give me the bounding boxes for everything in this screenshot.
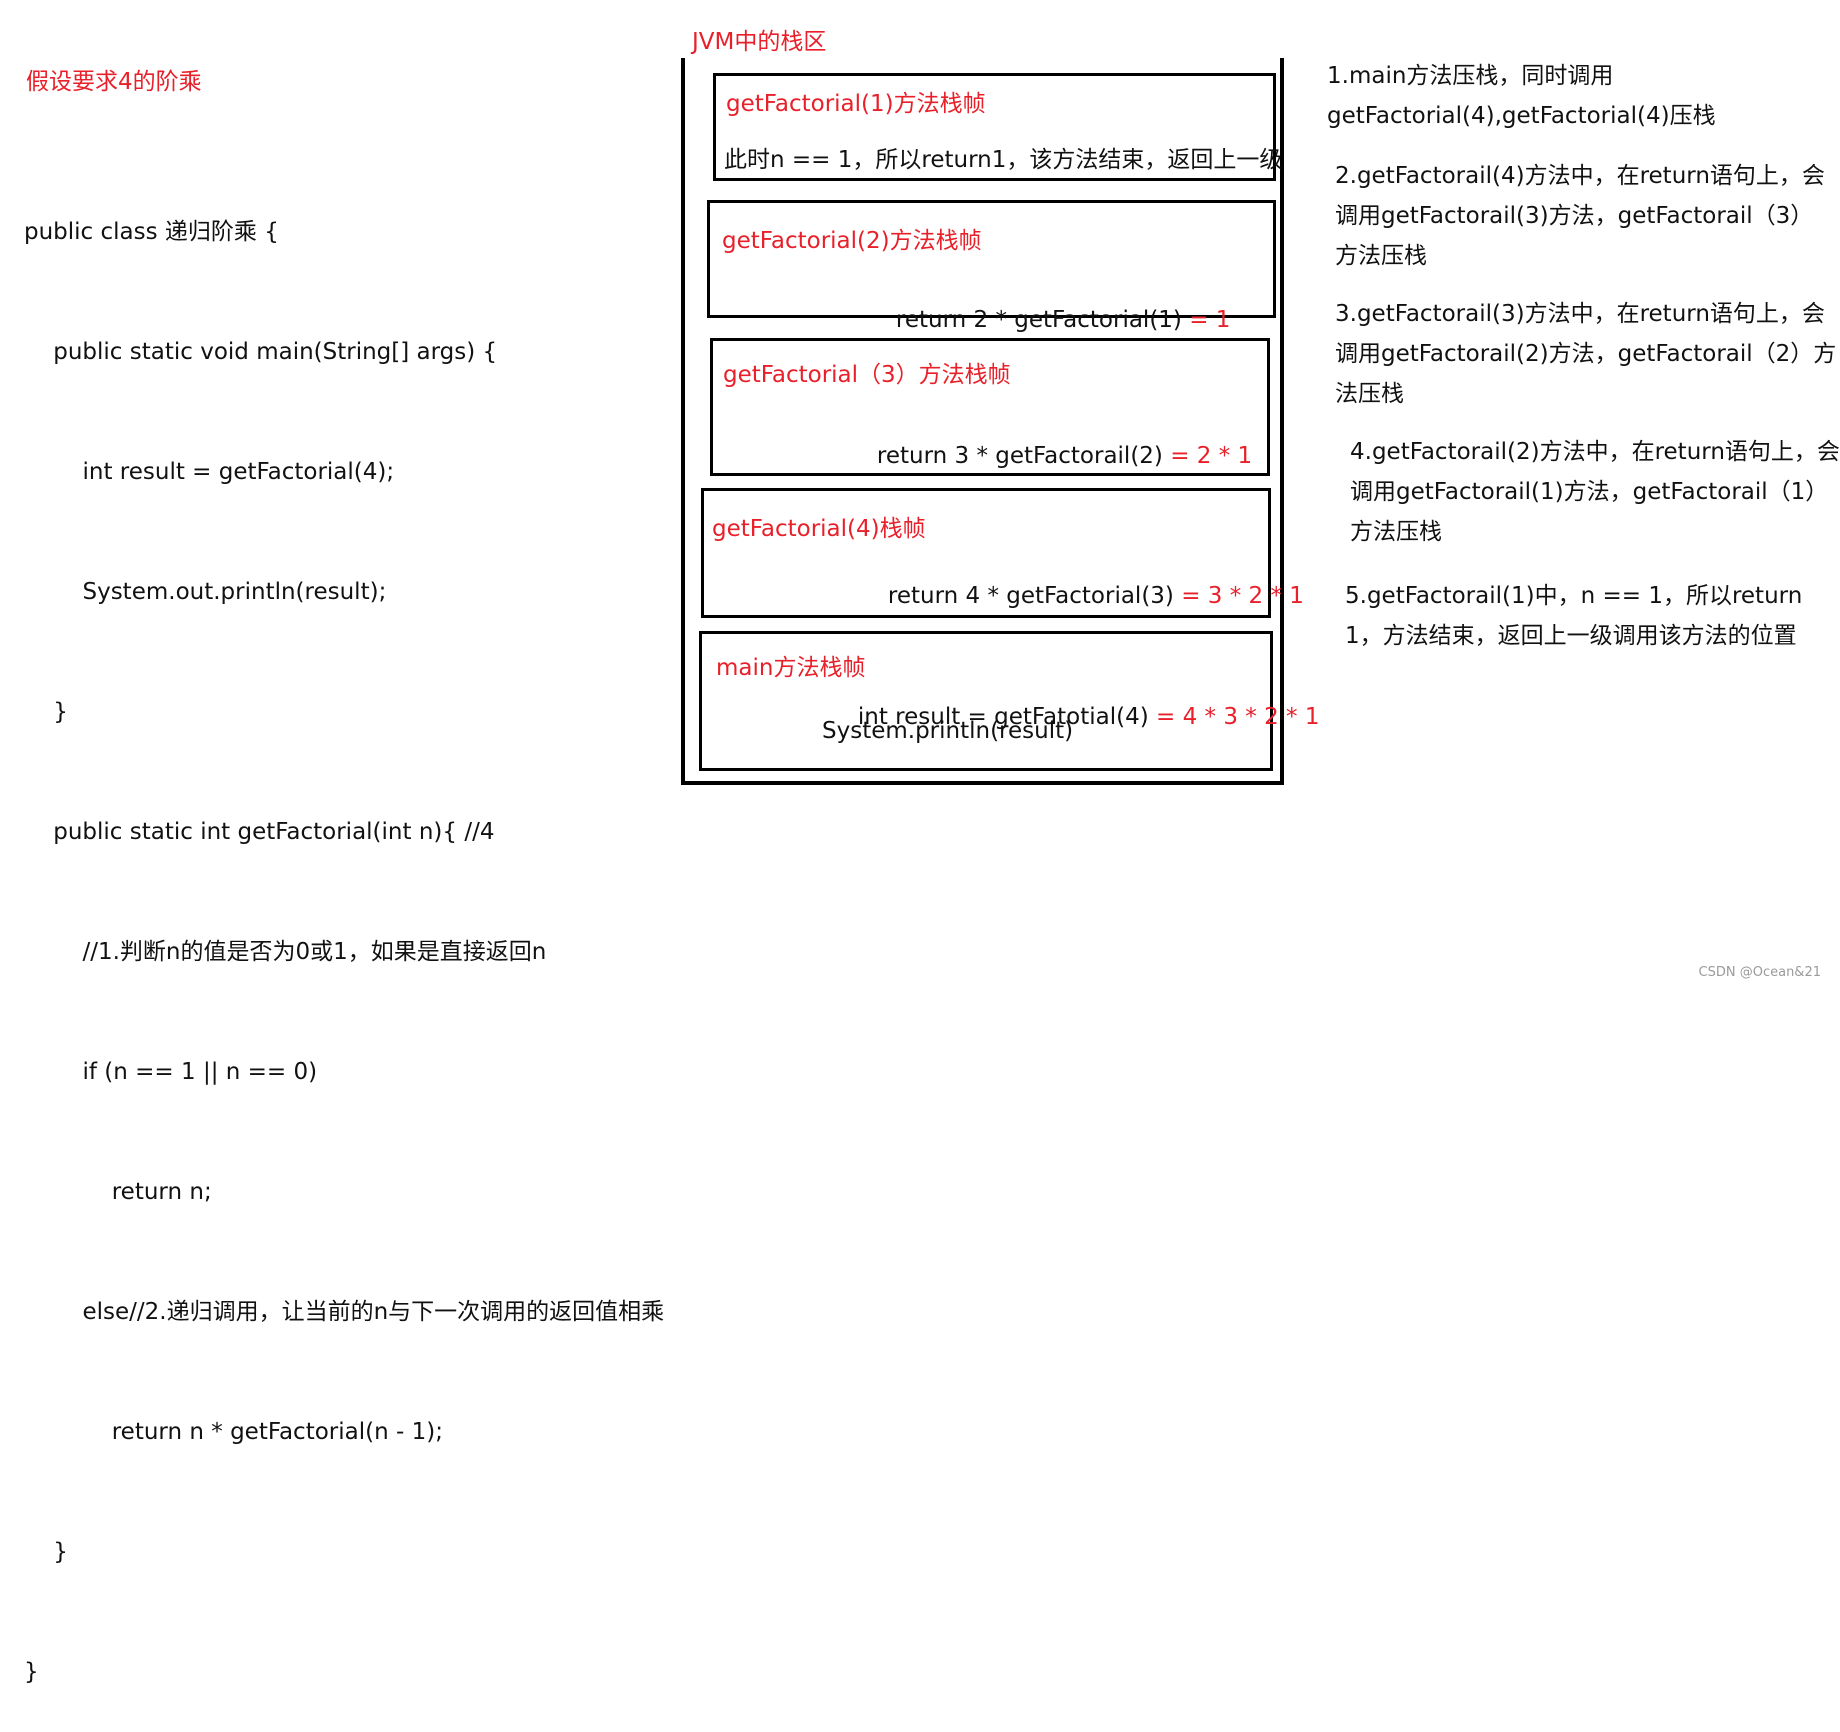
stack-frame-factorial-3: getFactorial（3）方法栈帧 return 3 * getFactor… [710,338,1270,476]
note-line: 调用getFactorail(3)方法，getFactorail（3） [1335,203,1814,229]
frame-result: = 3 * 2 * 1 [1173,583,1304,609]
frame-expression: return 4 * getFactorial(3) [887,583,1174,609]
code-line: public class 递归阶乘 { [24,219,279,245]
note-line: 3.getFactorail(3)方法中，在return语句上，会 [1335,301,1825,327]
note-line: 方法压栈 [1335,243,1427,269]
frame-line: int result = getFatotial(4) = 4 * 3 * 2 … [814,678,1320,756]
stack-frame-factorial-4: getFactorial(4)栈帧 return 4 * getFactoria… [701,488,1304,618]
code-line: System.out.println(result); [24,579,387,605]
note-line: 4.getFactorail(2)方法中，在return语句上，会 [1350,439,1840,465]
frame-line-print: System.println(result) [822,718,1074,744]
note-line: 2.getFactorail(4)方法中，在return语句上，会 [1335,163,1825,189]
frame-expression: return 2 * getFactorial(1) [895,307,1182,333]
code-line: int result = getFactorial(4); [24,459,395,485]
frame-line: return 3 * getFactorail(2) = 2 * 1 [833,417,1252,495]
note-line: 1，方法结束，返回上一级调用该方法的位置 [1345,623,1797,649]
frame-expression: int result = getFatotial(4) [857,704,1149,730]
note-line: 调用getFactorail(1)方法，getFactorail（1） [1350,479,1829,505]
note-step-3: 3.getFactorail(3)方法中，在return语句上，会 调用getF… [1335,294,1836,414]
code-listing: public class 递归阶乘 { public static void m… [24,132,664,1732]
jvm-stack: getFactorial(1)方法栈帧 此时n == 1，所以return1，该… [681,58,1319,785]
note-step-2: 2.getFactorail(4)方法中，在return语句上，会 调用getF… [1335,156,1825,276]
note-step-5: 5.getFactorail(1)中，n == 1，所以return 1，方法结… [1345,576,1802,656]
note-line: 1.main方法压栈，同时调用 [1327,63,1614,89]
frame-title: getFactorial(1)方法栈帧 [726,91,986,117]
code-line: return n * getFactorial(n - 1); [24,1419,443,1445]
stack-frame-factorial-2: getFactorial(2)方法栈帧 return 2 * getFactor… [707,200,1276,333]
frame-title: main方法栈帧 [716,655,866,681]
watermark-credit: CSDN @Ocean&21 [1698,965,1821,980]
frame-line: return 4 * getFactorial(3) = 3 * 2 * 1 [844,557,1304,635]
frame-title: getFactorial(4)栈帧 [712,516,926,542]
stack-frame-factorial-1: getFactorial(1)方法栈帧 此时n == 1，所以return1，该… [713,73,1282,181]
code-line: //1.判断n的值是否为0或1，如果是直接返回n [24,939,547,965]
note-step-4: 4.getFactorail(2)方法中，在return语句上，会 调用getF… [1350,432,1840,552]
assumption-label: 假设要求4的阶乘 [26,69,202,95]
note-line: getFactorial(4),getFactorial(4)压栈 [1327,103,1716,129]
code-line: } [24,699,68,725]
note-line: 法压栈 [1335,381,1404,407]
code-line: public static int getFactorial(int n){ /… [24,819,495,845]
frame-title: getFactorial（3）方法栈帧 [723,362,1011,388]
note-line: 方法压栈 [1350,519,1442,545]
code-line: } [24,1539,68,1565]
code-line: else//2.递归调用，让当前的n与下一次调用的返回值相乘 [24,1299,665,1325]
code-line: } [24,1659,39,1685]
frame-line: return 2 * getFactorial(1) = 1 [852,281,1231,359]
stack-frame-main: main方法栈帧 int result = getFatotial(4) = 4… [699,631,1319,771]
note-line: 5.getFactorail(1)中，n == 1，所以return [1345,583,1803,609]
frame-expression: return 3 * getFactorail(2) [876,443,1163,469]
stack-title: JVM中的栈区 [692,29,827,55]
code-line: if (n == 1 || n == 0) [24,1059,318,1085]
frame-result: = 4 * 3 * 2 * 1 [1148,704,1320,730]
note-line: 调用getFactorail(2)方法，getFactorail（2）方 [1335,341,1837,367]
note-step-1: 1.main方法压栈，同时调用 getFactorial(4),getFacto… [1327,56,1716,136]
code-line: public static void main(String[] args) { [24,339,498,365]
frame-title: getFactorial(2)方法栈帧 [722,228,982,254]
frame-result: = 1 [1181,307,1231,333]
code-line: return n; [24,1179,212,1205]
frame-line: 此时n == 1，所以return1，该方法结束，返回上一级 [724,147,1283,173]
frame-result: = 2 * 1 [1162,443,1253,469]
